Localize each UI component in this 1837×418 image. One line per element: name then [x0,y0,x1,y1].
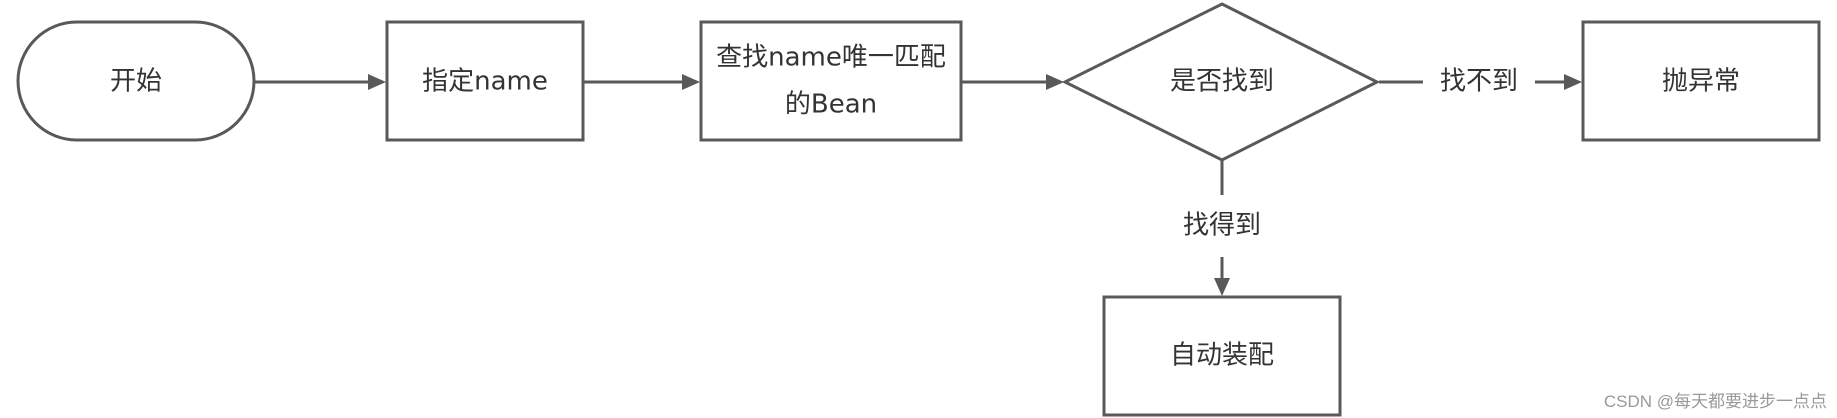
specify-name-label: 指定name [422,67,548,97]
throw-exception-node [1581,20,1821,142]
arrowhead-specify-to-find [682,74,700,90]
arrowhead-found [1214,278,1230,296]
specify-name-node [385,20,585,142]
arrowhead-not-found [1564,74,1582,90]
decision-label: 是否找到 [1170,67,1274,97]
arrowhead-start-to-specify [368,74,386,90]
autowire-label: 自动装配 [1170,341,1274,371]
not-found-label: 找不到 [1440,67,1518,97]
find-bean-label-line2: 的Bean [785,90,877,120]
found-label: 找得到 [1183,211,1261,241]
start-label: 开始 [110,67,162,97]
autowire-node [1102,295,1342,417]
find-bean-node [699,20,963,142]
find-bean-label-line1: 查找name唯一匹配 [716,43,946,73]
watermark: CSDN @每天都要进步一点点 [1603,392,1827,411]
arrowhead-find-to-decision [1046,74,1064,90]
throw-exception-label: 抛异常 [1662,67,1740,97]
